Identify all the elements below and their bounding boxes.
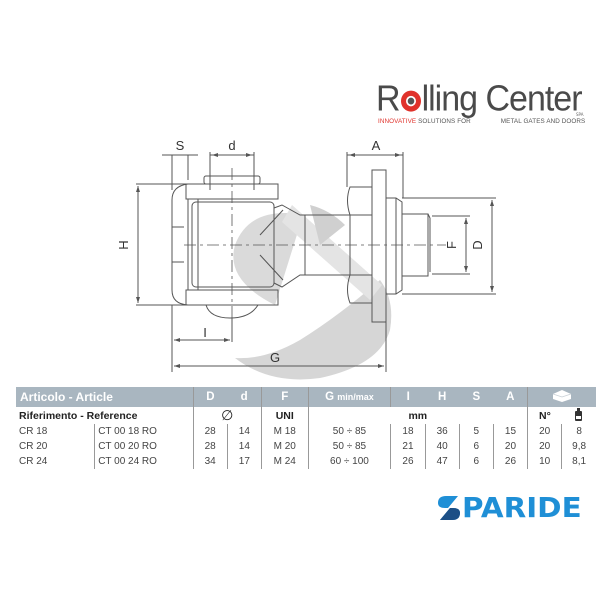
weight-icon: [575, 407, 583, 421]
header-H: H: [425, 387, 460, 407]
cell-reference: CT 00 20 RO: [94, 439, 194, 454]
label-F: F: [444, 241, 459, 249]
paride-logo: PARIDE: [436, 490, 596, 526]
paride-swoosh-icon: [438, 496, 460, 520]
cell-F: M 20: [260, 439, 309, 454]
header-F: F: [260, 387, 309, 407]
cell-A: 26: [492, 454, 528, 469]
cell-I: 18: [390, 424, 426, 439]
cell-H: 40: [424, 439, 460, 454]
logo-o-target-icon: [400, 90, 421, 112]
label-I: I: [203, 325, 207, 340]
subheader-mm: mm: [307, 407, 528, 424]
cell-I: 26: [390, 454, 426, 469]
label-D: D: [470, 240, 485, 249]
cell-H: 47: [424, 454, 460, 469]
table-row: CR 18 CT 00 18 RO 28 14 M 18 50 ÷ 85 18 …: [16, 424, 596, 439]
paride-wordmark: PARIDE: [462, 491, 582, 524]
cell-reference: CT 00 18 RO: [94, 424, 194, 439]
cell-qty: 10: [527, 454, 562, 469]
cell-article: CR 20: [19, 441, 48, 452]
cell-article: CR 18: [19, 426, 48, 437]
label-A: A: [372, 138, 381, 153]
cell-D: 28: [192, 424, 228, 439]
specification-table: Articolo - Article D d F G min/max I H S…: [16, 387, 596, 469]
cell-weight: 8,1: [561, 454, 596, 469]
header-I: I: [390, 387, 426, 407]
cell-S: 6: [458, 454, 494, 469]
header-D: D: [192, 387, 228, 407]
cell-I: 21: [390, 439, 426, 454]
logo-spa: SPA: [576, 112, 584, 117]
label-G: G: [270, 350, 280, 365]
hinge-technical-drawing: S d A I G H F D: [116, 138, 496, 380]
cell-qty: 20: [527, 439, 562, 454]
cell-F: M 18: [260, 424, 309, 439]
table-row: CR 20 CT 00 20 RO 28 14 M 20 50 ÷ 85 21 …: [16, 439, 596, 454]
label-S: S: [176, 138, 185, 153]
cell-weight: 8: [561, 424, 596, 439]
cell-G: 50 ÷ 85: [307, 439, 391, 454]
table-row: CR 24 CT 00 24 RO 34 17 M 24 60 ÷ 100 26…: [16, 454, 596, 469]
cell-reference: CT 00 24 RO: [94, 454, 194, 469]
cell-H: 36: [424, 424, 460, 439]
cell-A: 20: [492, 439, 528, 454]
cell-D: 28: [192, 439, 228, 454]
cell-D: 34: [192, 454, 228, 469]
header-article: Articolo - Article: [16, 387, 194, 407]
cell-article: CR 24: [19, 456, 48, 467]
cell-F: M 24: [260, 454, 309, 469]
header-box: [527, 387, 596, 407]
cell-d: 14: [226, 424, 262, 439]
cell-G: 50 ÷ 85: [307, 424, 391, 439]
label-H: H: [116, 240, 131, 249]
subheader-uni: UNI: [260, 407, 309, 424]
table-header-row: Articolo - Article D d F G min/max I H S…: [16, 387, 596, 407]
cell-S: 6: [458, 439, 494, 454]
cell-A: 15: [492, 424, 528, 439]
subheader-qty: N°: [527, 407, 562, 424]
header-d: d: [227, 387, 262, 407]
cell-G: 60 ÷ 100: [307, 454, 391, 469]
cell-S: 5: [458, 424, 494, 439]
cell-d: 17: [226, 454, 262, 469]
cell-d: 14: [226, 439, 262, 454]
subheader-diameter: ∅: [192, 407, 262, 424]
box-icon: [552, 389, 572, 402]
header-A: A: [493, 387, 528, 407]
subheader-reference: Riferimento - Reference: [19, 409, 138, 422]
table-subheader-row: Riferimento - Reference ∅ UNI mm N°: [16, 407, 596, 424]
cell-weight: 9,8: [561, 439, 596, 454]
header-G: G min/max: [307, 387, 391, 407]
header-S: S: [459, 387, 494, 407]
background-swoosh: [233, 205, 392, 380]
cell-qty: 20: [527, 424, 562, 439]
label-d: d: [228, 138, 235, 153]
subheader-weight: [562, 407, 596, 424]
